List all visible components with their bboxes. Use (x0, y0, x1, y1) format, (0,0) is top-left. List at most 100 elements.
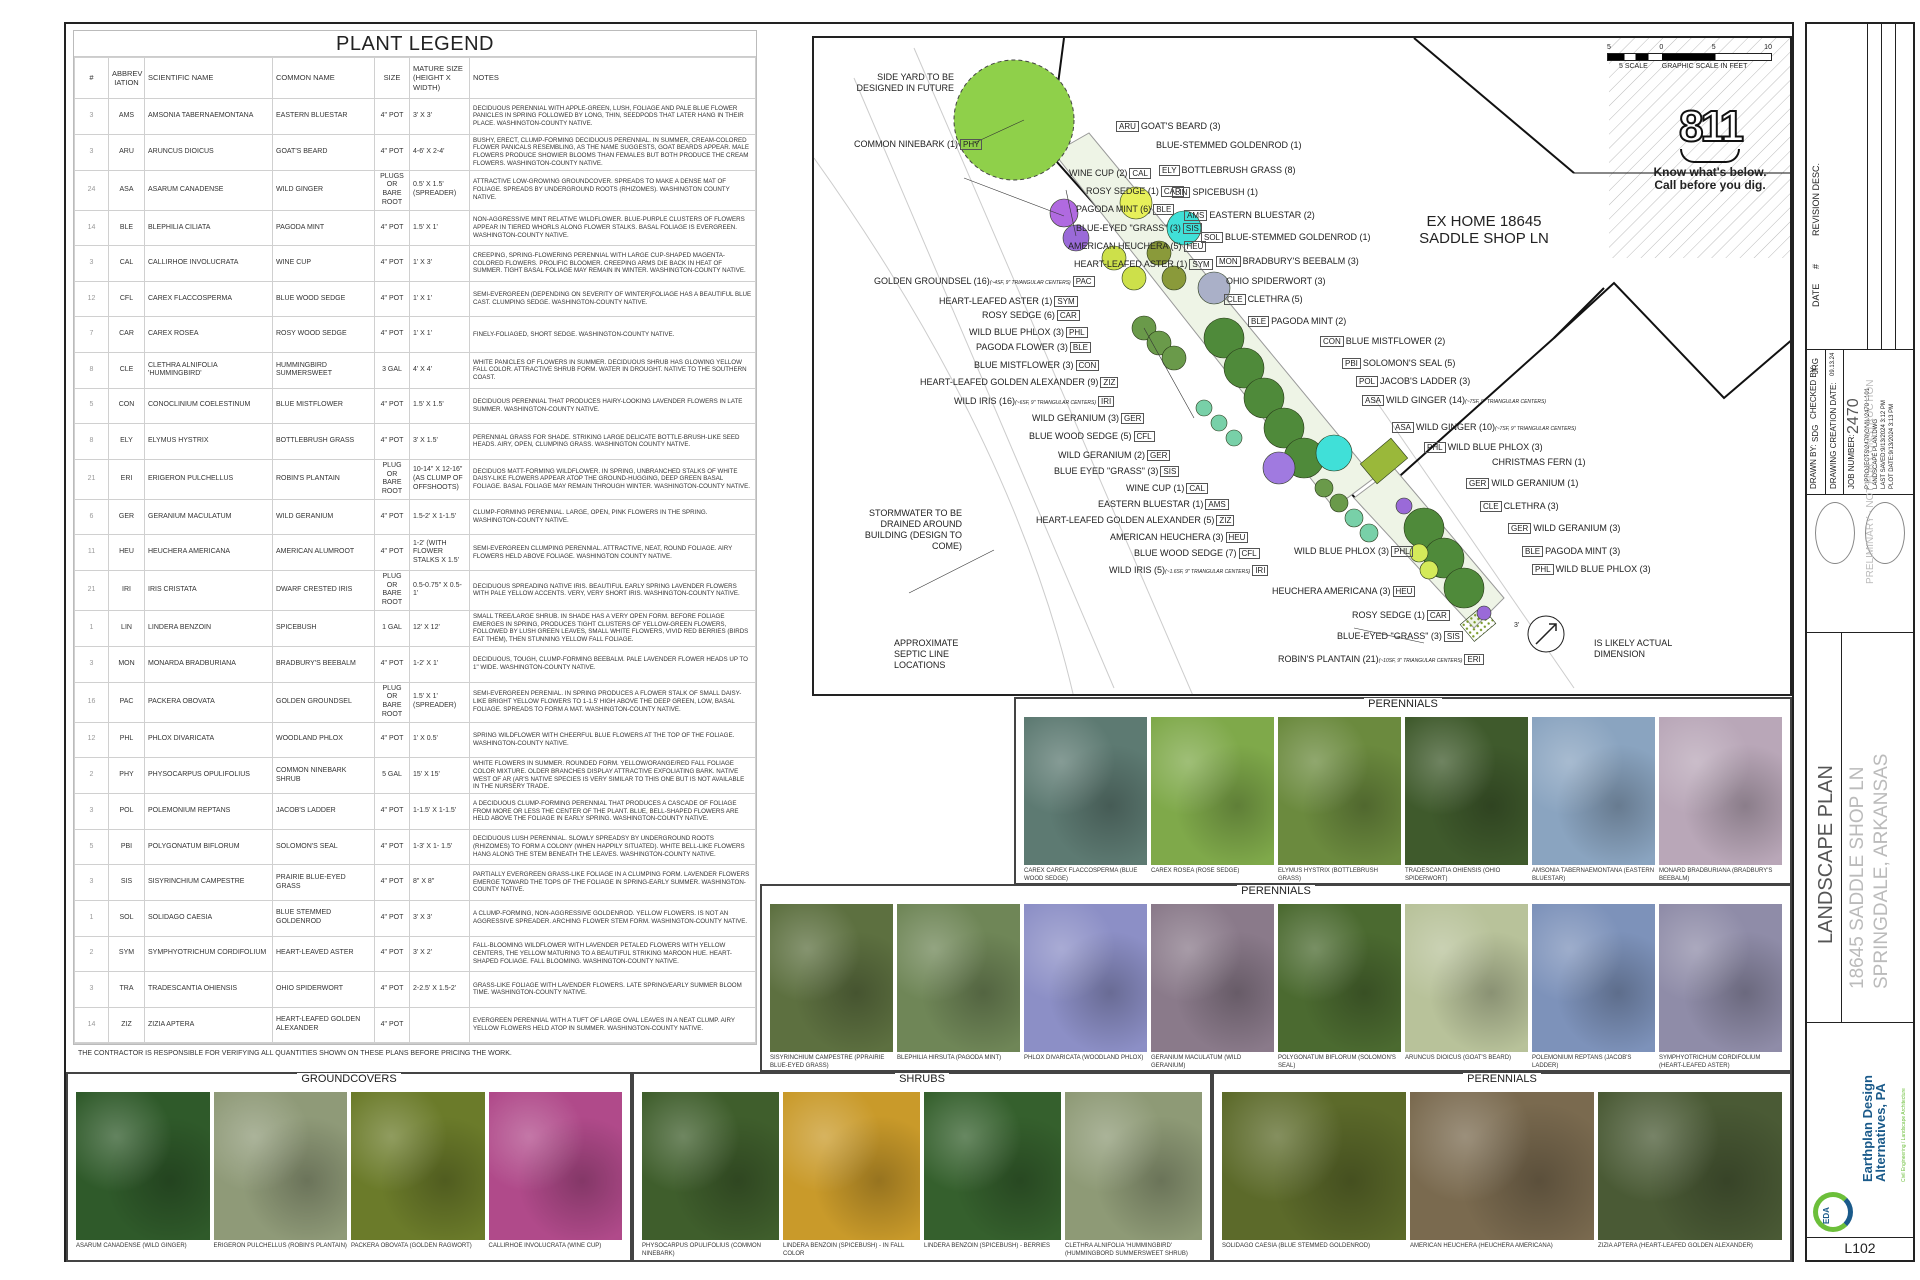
legend-cell-size: PLUGS OR BARE ROOT (374, 169, 410, 211)
legend-cell-qty: 5 (74, 828, 109, 866)
callout-text: BLUE EYED "GRASS" (3) (1054, 466, 1159, 476)
plant-photo-image (1405, 717, 1528, 865)
callout-abbrev-tag: ZIZ (1216, 515, 1235, 526)
legend-cell-abbr: CAR (108, 316, 145, 353)
legend-column-header: SCIENTIFIC NAME (144, 57, 273, 99)
callout-text: PAGODA MINT (6) (1076, 204, 1152, 214)
preliminary-stamp: PRELIMINARY - NOT FOR CONSTRUCTION (1865, 379, 1876, 584)
callout-abbrev-tag: CON (1320, 336, 1344, 347)
legend-cell-notes: PERENNIAL GRASS FOR SHADE. STRIKING LARG… (469, 423, 756, 460)
legend-cell-common: GOAT'S BEARD (272, 133, 375, 171)
callout-text: BLUE WOOD SEDGE (7) (1134, 548, 1237, 558)
legend-cell-notes: FINELY-FOLIAGED, SHORT SEDGE. WASHINGTON… (469, 316, 756, 353)
panel-title: PERENNIALS (1237, 885, 1315, 897)
legend-cell-mature: 1' X 3' (409, 245, 470, 282)
legend-cell-abbr: ELY (108, 423, 145, 460)
legend-column-header: NOTES (469, 57, 756, 99)
plant-photo-image (1024, 904, 1147, 1052)
callout-text: EASTERN BLUESTAR (2) (1209, 210, 1315, 220)
legend-cell-notes: WHITE FLOWERS IN SUMMER. ROUNDED FORM. Y… (469, 757, 756, 795)
callout-abbrev-tag: HEU (1225, 532, 1249, 543)
plant-photo-caption: MONARD BRADBURIANA (BRADBURY'S BEEBALM) (1659, 868, 1773, 882)
plant-photo-image (1659, 904, 1782, 1052)
plant-photo: PHYSOCARPUS OPULIFOLIUS (COMMON NINEBARK… (642, 1092, 779, 1258)
callout-text: ROSY SEDGE (1) (1086, 186, 1159, 196)
scale-tick: 0 (1659, 44, 1664, 51)
plant-photo: SYMPHYOTRICHUM CORDIFOLIUM (HEART-LEAFED… (1659, 904, 1782, 1070)
callout-abbrev-tag: ELY (1159, 165, 1180, 176)
plant-photo: CAREX ROSEA (ROSE SEDGE) (1151, 717, 1274, 875)
legend-cell-notes: DECIDUOUS PERENNIAL THAT PRODUCES HAIRY-… (469, 387, 756, 425)
firm-abbr: EDA (1822, 1207, 1831, 1224)
callout-text: WILD GERANIUM (3) (1032, 413, 1120, 423)
callout-text: WILD GERANIUM (3) (1533, 523, 1621, 533)
legend-cell-mature: 1' X 1' (409, 280, 470, 318)
plant-callout: EASTERN BLUESTAR (1)AMS (1098, 499, 1231, 510)
callout-text: CLETHRA (3) (1503, 501, 1559, 511)
plant-photo-image (213, 1092, 347, 1240)
callout-abbrev-tag: BLE (1069, 342, 1091, 353)
logo-line-1: Know what's below. (1653, 165, 1767, 179)
legend-cell-abbr: POL (108, 793, 145, 830)
legend-cell-mature: 3' X 3' (409, 899, 470, 937)
plant-photo: SOLIDAGO CAESIA (BLUE STEMMED GOLDENROD) (1222, 1092, 1406, 1250)
legend-cell-mature: 1' X 1' (409, 316, 470, 353)
callout-abbrev-tag: CFL (1238, 548, 1260, 559)
legend-cell-common: OHIO SPIDERWORT (272, 971, 375, 1008)
landscape-plan-drawing: SIDE YARD TO BE DESIGNED IN FUTURE STORM… (812, 36, 1792, 696)
legend-cell-common: WINE CUP (272, 245, 375, 282)
plant-photo-caption: BLEPHILIA HIRSUTA (PAGODA MINT) (897, 1055, 1002, 1061)
legend-cell-notes: ATTRACTIVE LOW-GROWING GROUNDCOVER. SPRE… (469, 169, 756, 211)
callout-text: HEART-LEAFED ASTER (1) (1074, 259, 1188, 269)
legend-cell-abbr: IRI (108, 569, 145, 611)
legend-cell-notes: NON-AGGRESSIVE MINT RELATIVE WILDFLOWER.… (469, 209, 756, 247)
legend-cell-common: SOLOMON'S SEAL (272, 828, 375, 866)
landscape-architect-seal (1815, 502, 1855, 564)
legend-cell-size: PLUG OR BARE ROOT (374, 569, 410, 611)
legend-cell-mature: 10-14" X 12-16" (AS CLUMP OF OFFSHOOTS) (409, 458, 470, 500)
plant-photo-caption: ARUNCUS DIOICUS (GOAT'S BEARD) (1405, 1055, 1512, 1061)
legend-cell-notes: SEMI-EVERGREEN CLUMPING PERENNIAL. ATTRA… (469, 534, 756, 571)
legend-cell-mature: 0.5' X 1.5' (SPREADER) (409, 169, 470, 211)
legend-cell-notes: GRASS-LIKE FOLIAGE WITH LAVENDER FLOWERS… (469, 971, 756, 1008)
legend-cell-sci: ELYMUS HYSTRIX (144, 423, 273, 460)
plant-photo-image (1024, 717, 1147, 865)
callout-text: ROSY SEDGE (1) (1352, 610, 1425, 620)
legend-cell-sci: GERANIUM MACULATUM (144, 498, 273, 536)
legend-cell-qty: 1 (74, 609, 109, 647)
callout-text: WINE CUP (1) (1126, 483, 1185, 493)
legend-cell-qty: 1 (74, 899, 109, 937)
legend-cell-size: 4" POT (374, 245, 410, 282)
callout-text: WILD IRIS (16) (954, 396, 1016, 406)
callout-abbrev-tag: SYM (1189, 259, 1213, 270)
plant-photo: ERIGERON PULCHELLUS (ROBIN'S PLANTAIN) (213, 1092, 347, 1250)
callout-abbrev-tag: PHL (1391, 546, 1413, 557)
legend-cell-qty: 2 (74, 935, 109, 973)
callout-text: CHRISTMAS FERN (1) (1492, 457, 1586, 467)
callout-text: HEART-LEAFED ASTER (1) (939, 296, 1053, 306)
legend-cell-notes: DECIDUOS MATT-FORMING WILDFLOWER. IN SPR… (469, 458, 756, 500)
callout-text: GOAT'S BEARD (3) (1140, 121, 1221, 131)
callout-spacing-note: (~10sf, 9" triangular centers) (1378, 658, 1463, 664)
legend-cell-common: JACOB'S LADDER (272, 793, 375, 830)
legend-cell-size: 4" POT (374, 534, 410, 571)
legend-cell-size: 4" POT (374, 1006, 410, 1044)
callout-abbrev-tag: HEU (1183, 241, 1207, 252)
plan-linework (814, 38, 1790, 694)
callout-text: EASTERN BLUESTAR (1) (1098, 499, 1204, 509)
